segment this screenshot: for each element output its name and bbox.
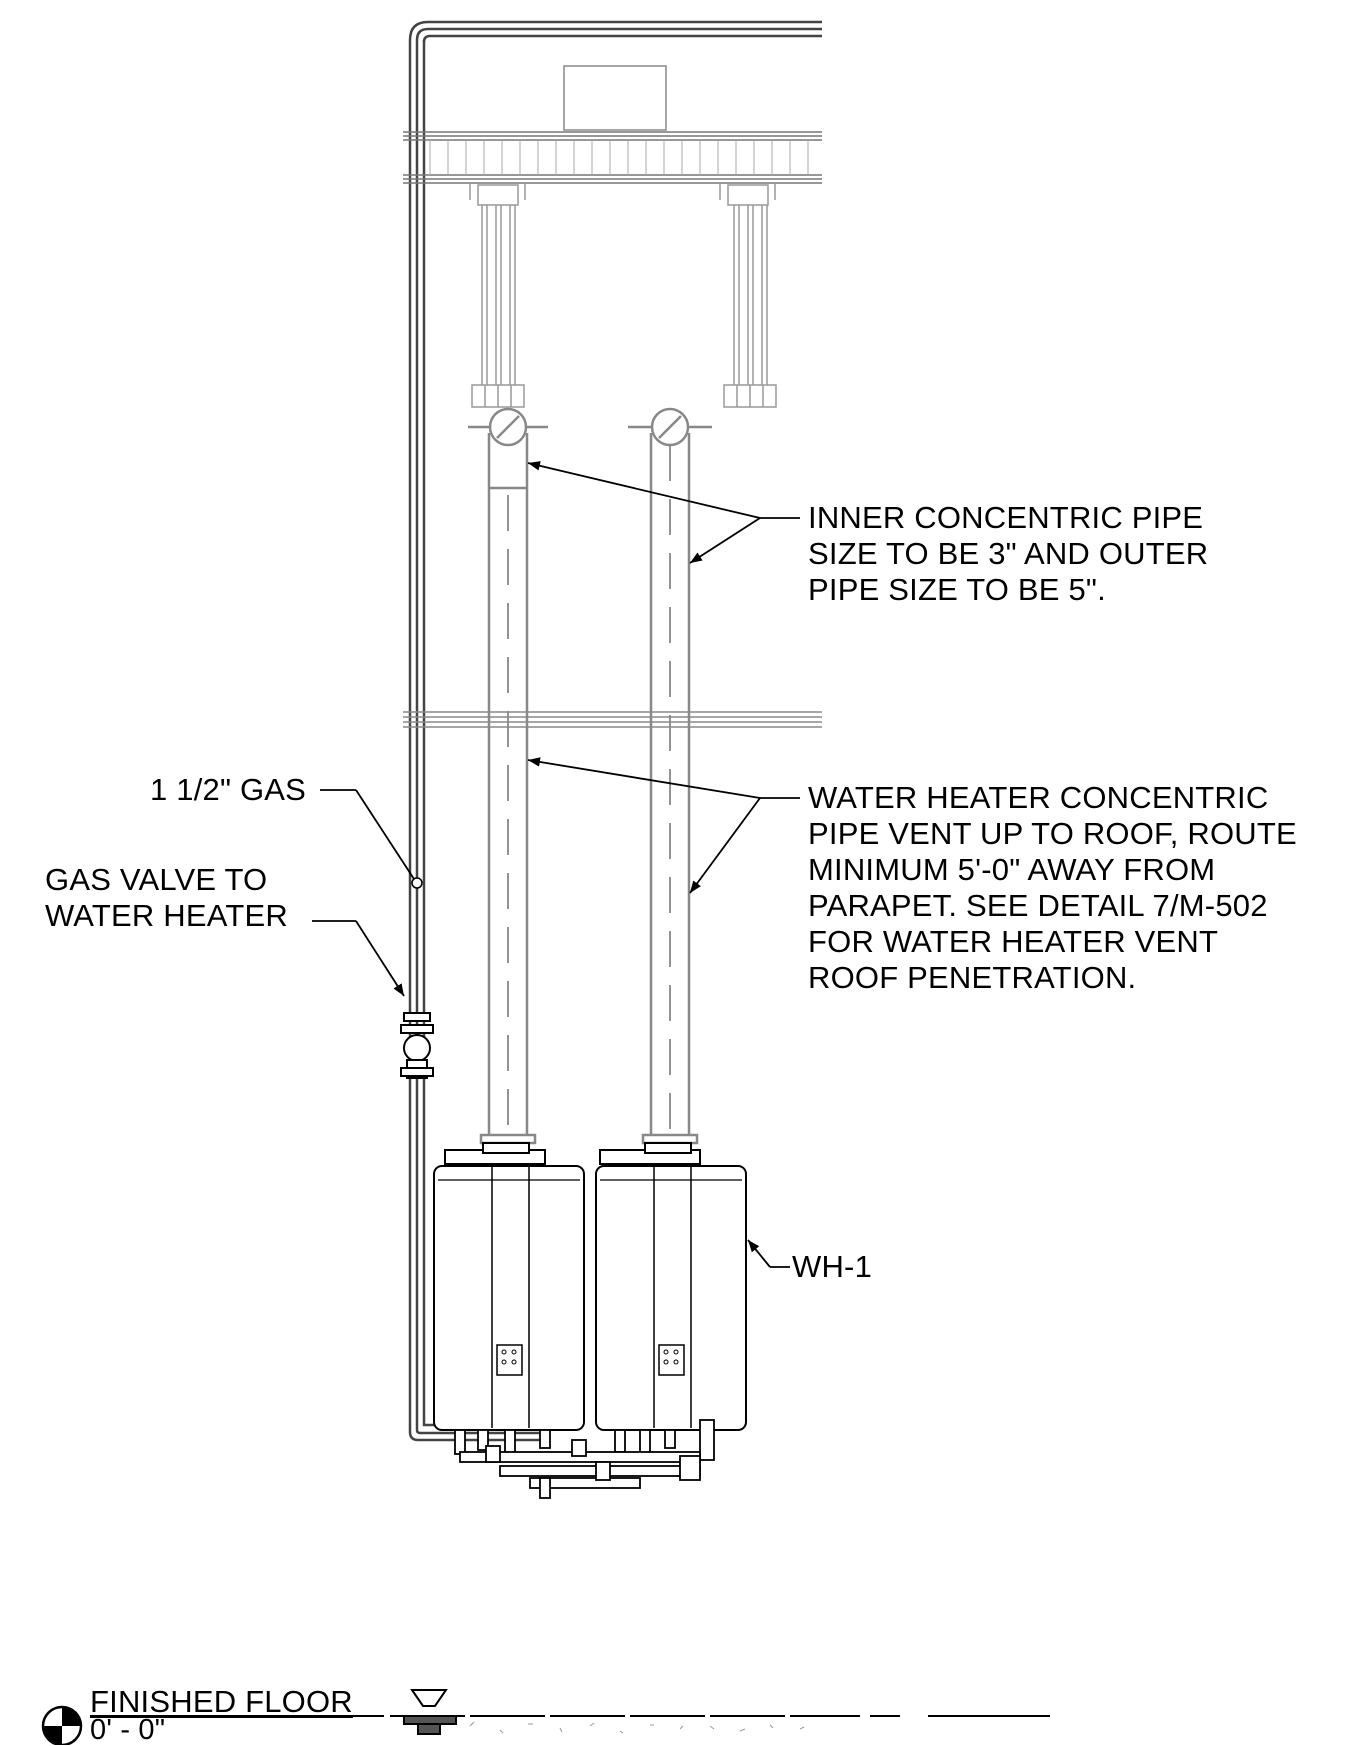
note-line: FOR WATER HEATER VENT [808,924,1219,959]
gas-pipe-tag-marker [411,877,423,889]
note-gas-valve: GAS VALVE TO WATER HEATER [45,862,288,934]
leader-vent [527,757,800,894]
vent-pipe-left [468,407,548,1145]
pipe-hangers-right [719,183,777,408]
level-marker-icon [41,1705,83,1745]
water-heater-unit-right [595,1142,747,1431]
note-line: GAS VALVE TO [45,862,268,897]
note-line: WATER HEATER CONCENTRIC [808,780,1269,815]
pipe-hangers-left [469,183,526,408]
note-line: ROOF PENETRATION. [808,960,1137,995]
leader-gas-valve [312,920,405,997]
level-name: FINISHED FLOOR [90,1684,353,1719]
note-line: SIZE TO BE 3" AND OUTER [808,536,1209,571]
gas-pipe [408,20,822,1442]
gas-valve [400,1012,434,1079]
equipment-tag-wh1: WH-1 [792,1249,873,1284]
leader-gas [320,789,415,880]
note-vent-to-roof: WATER HEATER CONCENTRIC PIPE VENT UP TO … [808,780,1297,996]
level-elevation: 0' - 0" [90,1714,166,1746]
floor-slab-hatch [469,1721,805,1734]
floor-structure [403,711,822,728]
note-line: MINIMUM 5'-0" AWAY FROM [808,852,1216,887]
note-line: WATER HEATER [45,898,288,933]
note-line: PIPE VENT UP TO ROOF, ROUTE [808,816,1297,851]
leader-inner-pipe [527,461,800,564]
water-heater-unit-left [433,1142,585,1431]
floor-drain-symbol [403,1689,457,1735]
note-line: INNER CONCENTRIC PIPE [808,500,1204,535]
heater-connection-piping [454,1419,715,1499]
note-inner-concentric-pipe: INNER CONCENTRIC PIPE SIZE TO BE 3" AND … [808,500,1208,608]
leader-wh1 [747,1239,790,1268]
vent-pipe-right [628,407,712,1145]
roof-structure [403,65,822,184]
note-line: PARAPET. SEE DETAIL 7/M-502 [808,888,1268,923]
note-gas-pipe-size: 1 1/2" GAS [150,772,307,807]
note-line: PIPE SIZE TO BE 5". [808,572,1106,607]
